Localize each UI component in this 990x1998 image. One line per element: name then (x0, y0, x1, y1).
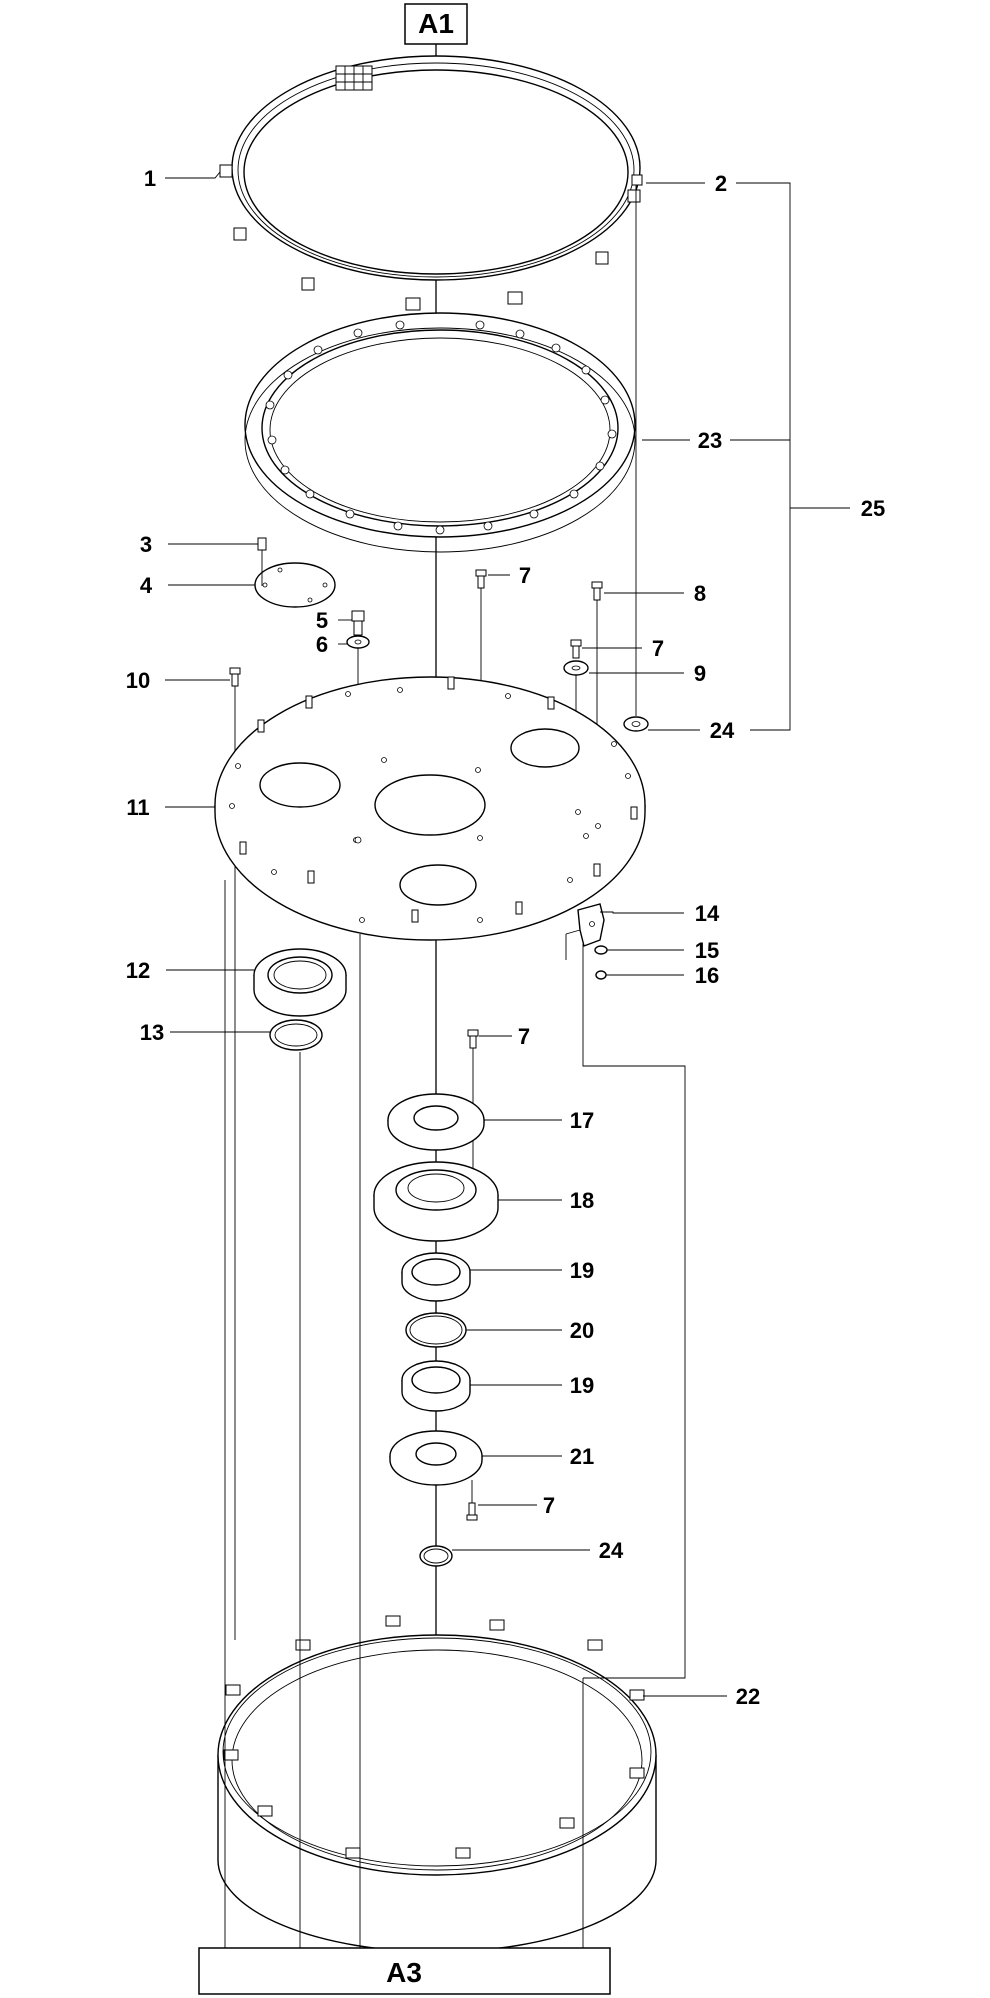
part-screw-5 (351, 610, 365, 636)
callout-2: 2 (715, 171, 727, 196)
part-housing-18 (373, 1161, 499, 1242)
callout-6: 6 (316, 632, 328, 657)
part-top-ring (219, 55, 641, 311)
callout-24-a: 24 (710, 718, 735, 743)
reference-box-bottom: A3 (198, 1947, 611, 1995)
callout-18: 18 (570, 1188, 594, 1213)
callout-5: 5 (316, 608, 328, 633)
part-ring-20 (405, 1312, 467, 1348)
part-plate-21 (389, 1430, 483, 1486)
callout-16: 16 (695, 963, 719, 988)
callout-8: 8 (694, 581, 706, 606)
callout-13: 13 (140, 1020, 164, 1045)
part-circlip-24 (419, 1545, 453, 1567)
part-oring-13 (269, 1019, 323, 1051)
callout-23: 23 (698, 428, 722, 453)
callout-19-b: 19 (570, 1373, 594, 1398)
callout-17: 17 (570, 1108, 594, 1133)
callout-20: 20 (570, 1318, 594, 1343)
callout-14: 14 (695, 901, 720, 926)
callout-7-d: 7 (543, 1493, 555, 1518)
callout-22: 22 (736, 1684, 760, 1709)
part-base-plate (214, 676, 646, 941)
reference-box-top: A1 (404, 3, 468, 45)
part-plate-17 (387, 1093, 485, 1151)
callout-leaders (165, 171, 850, 1697)
reference-label-bottom: A3 (386, 1957, 422, 1988)
callout-11: 11 (126, 795, 149, 820)
callout-7-b: 7 (652, 636, 664, 661)
part-bearing-19-upper (401, 1252, 471, 1302)
part-washer-24-upper (623, 185, 649, 732)
part-screw-7-right (570, 639, 582, 659)
callout-25: 25 (861, 496, 885, 521)
callout-21: 21 (570, 1444, 594, 1469)
part-small-cover-plate (254, 562, 336, 608)
reference-label-top: A1 (418, 8, 454, 39)
callout-19-a: 19 (570, 1258, 594, 1283)
part-seal-housing-12 (253, 948, 347, 1017)
callout-7-a: 7 (519, 563, 531, 588)
callout-10: 10 (126, 668, 150, 693)
callout-1: 1 (144, 166, 156, 191)
callout-24-b: 24 (599, 1538, 624, 1563)
part-screw-7-bottom (466, 1480, 478, 1521)
part-bracket-14 (565, 903, 605, 960)
part-nut-16 (595, 970, 607, 980)
part-flange-ring (244, 312, 636, 553)
part-washer-15 (594, 945, 608, 955)
part-washer-6 (346, 635, 370, 649)
callout-4: 4 (140, 573, 153, 598)
part-bottom-drum (217, 1615, 657, 1953)
part-bolt-2 (631, 174, 643, 186)
callout-3: 3 (140, 532, 152, 557)
callout-9: 9 (694, 661, 706, 686)
part-bearing-19-lower (401, 1360, 471, 1412)
callout-labels: 1 2 3 4 5 6 7 7 7 7 8 9 10 11 12 13 14 1… (126, 166, 885, 1709)
callout-15: 15 (695, 938, 719, 963)
callout-7-c: 7 (518, 1024, 530, 1049)
callout-12: 12 (126, 958, 150, 983)
